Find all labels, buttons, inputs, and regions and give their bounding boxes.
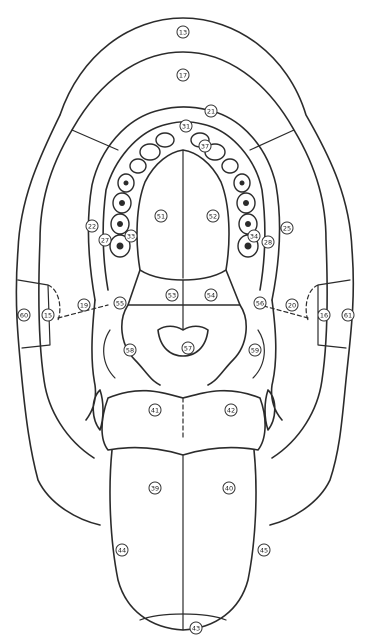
marker-tongue-edge-right: 45	[258, 544, 270, 556]
marker-group: 13 17 21 31 37 51 52 22 25 27 33 34 28 53 54 60 15 19 55 56…	[18, 26, 354, 634]
connector-right	[260, 305, 308, 318]
marker-label: 43	[192, 625, 200, 633]
marker-cheek-inner-right: 16	[318, 309, 330, 321]
marker-label: 33	[127, 233, 135, 241]
marker-label: 34	[250, 233, 258, 241]
marker-upper-incisor-left: 31	[180, 120, 192, 132]
marker-label: 31	[182, 123, 190, 131]
marker-upper-tooth-right: 34	[248, 230, 260, 242]
marker-label: 53	[168, 292, 176, 300]
lip-divider-right	[250, 130, 294, 150]
marker-label: 54	[207, 292, 215, 300]
marker-label: 44	[118, 547, 126, 555]
marker-label: 15	[44, 312, 52, 320]
marker-tonsil-right: 59	[249, 344, 261, 356]
marker-label: 58	[126, 347, 134, 355]
marker-label: 27	[101, 237, 109, 245]
marker-label: 13	[179, 29, 187, 37]
marker-label: 42	[227, 407, 235, 415]
marker-label: 60	[20, 312, 28, 320]
pillar-right	[272, 300, 282, 420]
marker-label: 57	[184, 345, 192, 353]
marker-upper-incisor-right: 37	[199, 140, 211, 152]
marker-cheek-outer-left: 60	[18, 309, 30, 321]
marker-tongue-edge-left: 44	[116, 544, 128, 556]
marker-upper-molar-right: 28	[262, 236, 274, 248]
marker-pharynx-side-left: 55	[114, 297, 126, 309]
soft-palate-outline	[128, 270, 240, 305]
cheek-dash-right	[306, 285, 318, 320]
marker-uvula: 57	[182, 342, 194, 354]
marker-upper-molar-left: 27	[99, 234, 111, 246]
marker-buccal-left: 19	[78, 299, 90, 311]
marker-cheek-outer-right: 61	[342, 309, 354, 321]
marker-upper-tooth-left: 33	[125, 230, 137, 242]
marker-tongue-base-left: 41	[149, 404, 161, 416]
marker-tongue-body-right: 40	[223, 482, 235, 494]
hook-right	[265, 390, 275, 430]
marker-label: 55	[116, 300, 124, 308]
marker-label: 59	[251, 347, 259, 355]
marker-upper-lip-inner: 17	[177, 69, 189, 81]
marker-label: 17	[179, 72, 187, 80]
marker-label: 51	[157, 213, 165, 221]
marker-hard-palate-right: 52	[207, 210, 219, 222]
marker-tongue-body-left: 39	[149, 482, 161, 494]
marker-tonsil-left: 58	[124, 344, 136, 356]
marker-label: 41	[151, 407, 159, 415]
marker-upper-lip-outer: 13	[177, 26, 189, 38]
marker-label: 39	[151, 485, 159, 493]
marker-label: 21	[207, 108, 215, 116]
marker-buccal-right: 20	[286, 299, 298, 311]
inner-lip-outline-left	[39, 130, 94, 458]
tonsil-outline-left	[104, 330, 115, 378]
lip-divider-left	[72, 130, 118, 150]
marker-label: 52	[209, 213, 217, 221]
marker-label: 22	[88, 223, 96, 231]
marker-cheek-inner-left: 15	[42, 309, 54, 321]
marker-label: 25	[283, 225, 291, 233]
marker-label: 16	[320, 312, 328, 320]
marker-upper-gum-front: 21	[205, 105, 217, 117]
marker-label: 20	[288, 302, 296, 310]
marker-soft-palate-right: 54	[205, 289, 217, 301]
marker-upper-gum-right-side: 25	[281, 222, 293, 234]
marker-label: 28	[264, 239, 272, 247]
marker-tongue-tip: 43	[190, 622, 202, 634]
marker-label: 19	[80, 302, 88, 310]
marker-label: 40	[225, 485, 233, 493]
marker-label: 45	[260, 547, 268, 555]
marker-upper-gum-left-side: 22	[86, 220, 98, 232]
marker-label: 61	[344, 312, 352, 320]
marker-label: 37	[201, 143, 209, 151]
marker-pharynx-side-right: 56	[254, 297, 266, 309]
marker-tongue-base-right: 42	[225, 404, 237, 416]
marker-label: 56	[256, 300, 264, 308]
marker-soft-palate-left: 53	[166, 289, 178, 301]
marker-hard-palate-left: 51	[155, 210, 167, 222]
